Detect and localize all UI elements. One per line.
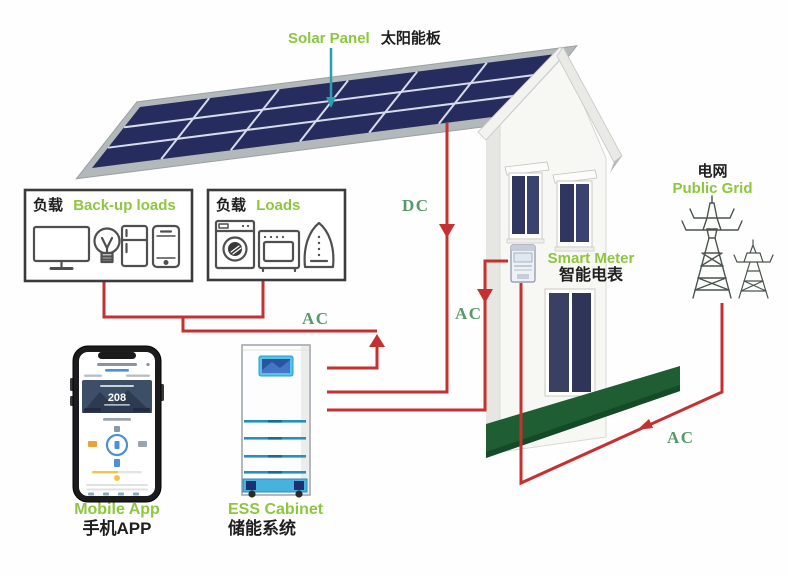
house-window-right [552,169,598,252]
cabinet-caster [295,490,303,498]
tv-icon [32,225,91,270]
ess-cabinet-label: ESS Cabinet 储能系统 [228,501,323,539]
backup-loads-label-zh: 负载 [33,197,64,214]
cabinet-module-lines [244,420,306,474]
washing-machine-icon [214,219,256,270]
wire-meter-to-ess [327,259,508,412]
mobile-app-label-zh: 手机APP [82,519,152,539]
smart-meter-label: Smart Meter 智能电表 [532,250,650,286]
solar-panel-label: Solar Panel 太阳能板 [288,30,441,47]
loads-label-zh: 负载 [216,197,247,214]
backup-loads-label-en: Back-up loads [73,197,176,214]
phone-notch [98,352,136,359]
house-window-left [504,161,550,244]
smart-meter-label-zh: 智能电表 [558,267,623,285]
cabinet-caster [248,490,256,498]
phone-energy-flow-widget [88,426,147,467]
window-glass [527,176,539,234]
solar-panel-label-zh: 太阳能板 [380,30,441,47]
wire-arrowheads [369,224,653,430]
arrowhead-ac-down [477,289,493,303]
meter-display [513,252,533,263]
wire-ess-to-loads [327,341,379,370]
meter-terminal [517,274,529,279]
mobile-phone-device: 208 [70,345,164,503]
window-glass [576,184,589,242]
phone-hero-card: 208 [82,380,152,413]
refrigerator-icon [120,224,149,268]
meter-top-band [511,245,535,251]
transmission-towers [681,195,774,299]
phone-screen-value: 208 [108,392,126,404]
roof-overhang-shadow [610,156,622,173]
wire-label-ac-grid: AC [667,428,695,447]
mobile-app-label-en: Mobile App [74,501,160,518]
window-glass [512,176,525,234]
arrowhead-dc-down [439,224,455,238]
window-awning [552,169,598,184]
smart-meter-label-en: Smart Meter [547,250,635,267]
public-grid-label-en: Public Grid [672,180,753,198]
arrowhead-up-to-loads [369,334,385,347]
mobile-app-label: Mobile App 手机APP [38,501,196,539]
door-glass [572,293,591,392]
public-grid-label: 电网 Public Grid [655,163,770,198]
door-glass [549,293,569,392]
smartphone-icon [151,224,181,269]
window-sill [554,246,595,252]
arrowhead-grid-to-house [637,419,653,430]
pointer-arrowhead [326,97,336,108]
microwave-oven-icon [257,229,301,273]
cabinet-foot [246,481,256,490]
backup-loads-box [23,188,194,283]
wire-label-ac-meter: AC [455,304,483,323]
lightbulb-icon [93,227,121,264]
window-glass [560,184,574,242]
wire-label-ac-loads: AC [302,309,330,328]
solar-panel-pointer [326,48,336,108]
wiring [102,123,724,486]
lawn-edge [486,385,680,458]
window-awning [504,161,550,176]
window-sill [506,238,545,244]
cabinet-base [242,478,308,493]
cabinet-foot [294,481,304,490]
loads-label-en: Loads [256,197,301,214]
phone-screen [79,352,155,496]
ess-cabinet-label-zh: 储能系统 [228,519,296,539]
tower-large-icon [681,195,743,299]
lawn [486,366,680,458]
wire-loads-bus [102,281,265,319]
solar-panel-grid-lines [92,54,556,168]
house-sliding-door [544,288,596,397]
tower-small-icon [733,239,774,299]
wire-grid-to-meter [519,283,724,486]
wire-dc-panel-to-ess [327,123,449,394]
house [477,46,680,458]
ess-cabinet-label-en: ESS Cabinet [228,501,324,518]
public-grid-label-zh: 电网 [697,163,728,180]
loads-box [206,188,347,282]
iron-icon [303,221,335,269]
ess-cabinet-device [241,344,311,498]
wire-bus-to-junction [181,317,377,333]
backup-loads-label: 负载 Back-up loads [33,197,176,214]
solar-panel [76,46,576,179]
loads-label: 负载 Loads [216,197,300,214]
solar-panel-label-en: Solar Panel [288,30,370,47]
wire-label-dc: DC [402,196,430,215]
smart-meter-device [510,244,536,283]
phone-bottom-nav [88,492,139,496]
